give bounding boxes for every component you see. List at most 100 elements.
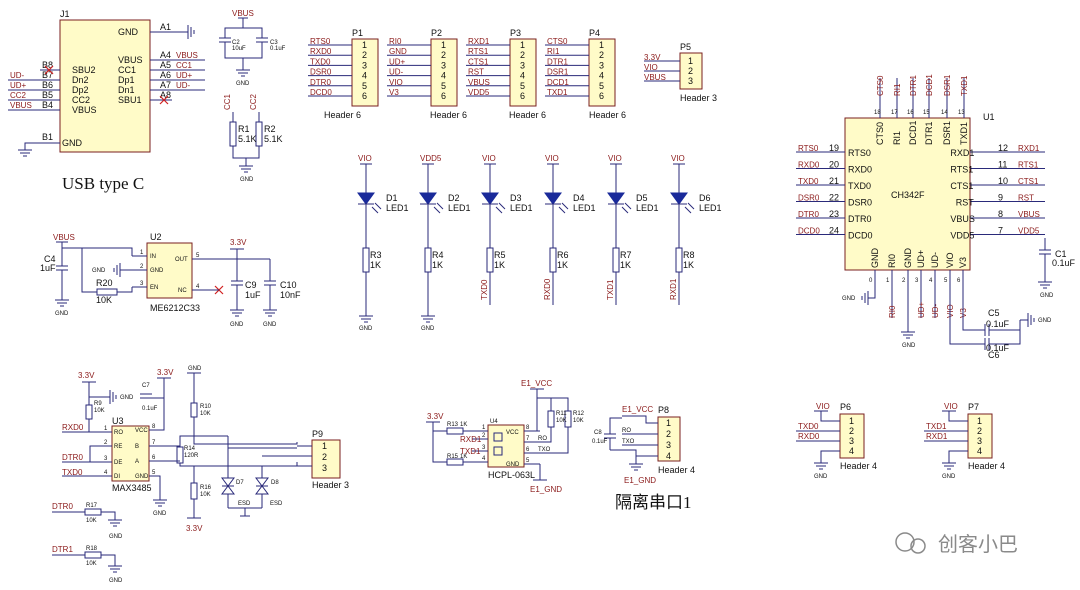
u2-vin-net: VBUS (53, 233, 75, 242)
p5-ref: P5 (680, 42, 691, 52)
u1-right-pin: RTS1 (950, 165, 973, 175)
header-pin-num: 3 (599, 60, 604, 70)
r11-val: 10K (556, 418, 567, 424)
header-net: RST (468, 68, 484, 77)
p8-name: Header 4 (658, 465, 695, 475)
header-pin-num: 5 (599, 81, 604, 91)
u2-num-4: 4 (196, 284, 200, 290)
j1-gnd-num: B1 (42, 132, 53, 142)
iso-rxd-net: RXD1 (460, 435, 482, 444)
header-pin-num: 1 (520, 40, 525, 50)
u1-left-num: 22 (829, 193, 839, 203)
j1-left-num: B5 (42, 90, 53, 100)
r10-val: 10K (200, 411, 211, 417)
header-net: TXD1 (547, 88, 568, 97)
u1-right-net: RST (1018, 194, 1034, 203)
p6-net-3: RXD0 (798, 432, 820, 441)
c1-ref: C1 (1055, 249, 1067, 259)
p8-num: 4 (666, 451, 671, 461)
u4-num-7: 7 (526, 436, 530, 442)
u1-left-pin: TXD0 (848, 181, 871, 191)
c9-val: 1uF (245, 290, 261, 300)
header-net: DSR1 (547, 68, 569, 77)
u2-num-5: 5 (196, 253, 200, 259)
u1-bot-num: 1 (886, 278, 890, 284)
u1-top-pin: DCD1 (908, 120, 918, 145)
header-net: DSR0 (310, 68, 332, 77)
j1-left-num: B4 (42, 100, 53, 110)
u1-bot-pin: GND (870, 248, 880, 269)
led-res-val: 1K (370, 260, 381, 270)
u2-vout-net: 3.3V (230, 238, 247, 247)
j1-ref: J1 (60, 9, 70, 19)
j1-right-num: A8 (160, 90, 171, 100)
header-net: DTR0 (310, 78, 331, 87)
u1-left-net: RTS0 (798, 144, 819, 153)
header-pin-num: 6 (362, 91, 367, 101)
c10-val: 10nF (280, 290, 301, 300)
c10-gnd: GND (263, 322, 277, 328)
led-bot-net: TXD1 (606, 279, 615, 300)
j1-left-pin: Dn2 (72, 75, 89, 85)
u1-bot-num: 0 (869, 278, 873, 284)
p8-net-gnd: E1_GND (624, 476, 656, 485)
u1-bot-net: RI0 (888, 305, 897, 318)
j1-right-num: A5 (160, 60, 171, 70)
p6-num: 2 (849, 426, 854, 436)
header-pin-num: 5 (520, 81, 525, 91)
header-net: UD- (389, 68, 404, 77)
c2-val: 10uF (232, 46, 246, 52)
u1-right-num: 11 (998, 160, 1007, 170)
j1-caption: USB type C (62, 174, 144, 193)
p7-name: Header 4 (968, 461, 1005, 471)
u1-right-pin: VDD5 (950, 231, 974, 241)
r10-top-gnd: GND (188, 366, 202, 372)
p5-num: 1 (688, 56, 693, 66)
p8-num: 2 (666, 429, 671, 439)
c1-val: 0.1uF (1052, 258, 1076, 268)
u4-lnum-4: 4 (482, 456, 486, 462)
u3-c7-gnd: GND (120, 395, 134, 401)
p5-num: 3 (688, 76, 693, 86)
u1-top-pin: RI1 (892, 131, 902, 145)
led-label: LED1 (448, 203, 471, 213)
header-pin-num: 2 (362, 50, 367, 60)
header-pin-num: 5 (441, 81, 446, 91)
u3-left-pin: DI (114, 474, 120, 480)
header-net: RI0 (389, 37, 402, 46)
header-net: VIO (389, 78, 403, 87)
u1-bot-pin: UD- (930, 252, 940, 268)
j1-right-net: UD- (176, 81, 191, 90)
r17-gnd: GND (109, 534, 123, 540)
j1-left-num: B6 (42, 80, 53, 90)
p8-net-ro: RO (622, 428, 631, 434)
u4-name: HCPL-063L (488, 470, 535, 480)
r1-ref: R1 (238, 124, 250, 134)
u1-top-pin: DTR1 (924, 121, 934, 145)
header-ref: P2 (431, 28, 442, 38)
u1-bot-net: UD- (931, 303, 940, 318)
p7-num: 3 (977, 436, 982, 446)
j1-right-pin: VBUS (118, 55, 143, 65)
p5-name: Header 3 (680, 93, 717, 103)
u3-left-pin: RO (114, 430, 123, 436)
p6-ref: P6 (840, 402, 851, 412)
r16-v33-net: 3.3V (186, 524, 203, 533)
j1-gnd-pin: GND (62, 138, 83, 148)
vbus-caps-gnd: GND (236, 81, 250, 87)
u1-top-pin: TXD1 (959, 122, 969, 145)
c5-ref: C5 (988, 308, 1000, 318)
header-name: Header 6 (589, 110, 626, 120)
led-top-net: VIO (358, 154, 372, 163)
led-symbol (607, 192, 625, 205)
c9-gnd: GND (230, 322, 244, 328)
u1-top-num: 14 (941, 110, 948, 116)
led-top-net: VIO (671, 154, 685, 163)
u2-ref: U2 (150, 232, 162, 242)
j1-right-num: A4 (160, 50, 171, 60)
header-pin-num: 1 (599, 40, 604, 50)
iso-txd-net: TXD1 (460, 447, 481, 456)
header-pin-num: 6 (599, 91, 604, 101)
j1-right-pin: CC1 (118, 65, 136, 75)
